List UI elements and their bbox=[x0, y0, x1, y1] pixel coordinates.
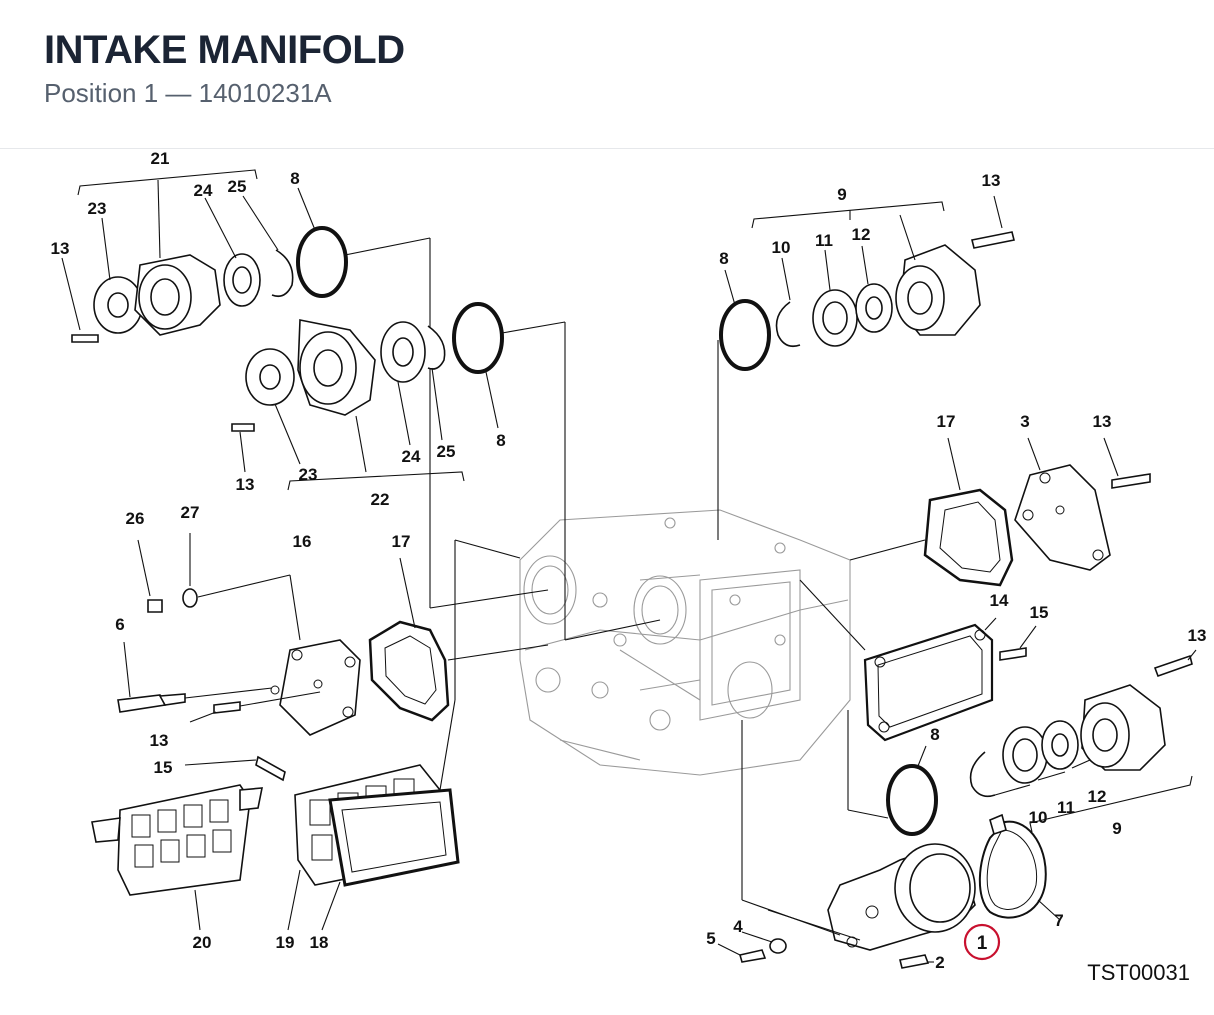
label-20: 20 bbox=[193, 933, 212, 952]
bearing-assembly-9-bottom bbox=[847, 649, 1197, 836]
label-8: 8 bbox=[496, 431, 505, 450]
label-1-highlighted: 1 bbox=[977, 933, 988, 954]
bearing-assembly-21 bbox=[61, 169, 549, 609]
label-21: 21 bbox=[151, 149, 170, 168]
label-13: 13 bbox=[982, 171, 1001, 190]
label-11: 11 bbox=[815, 231, 833, 250]
bearing-assembly-22 bbox=[231, 302, 661, 641]
label-22: 22 bbox=[371, 490, 390, 509]
label-10: 10 bbox=[772, 238, 791, 257]
label-8: 8 bbox=[290, 169, 299, 188]
label-11: 11 bbox=[1057, 798, 1075, 817]
label-24: 24 bbox=[402, 447, 421, 466]
label-10: 10 bbox=[1029, 808, 1048, 827]
label-12: 12 bbox=[1088, 787, 1107, 806]
label-19: 19 bbox=[276, 933, 295, 952]
label-4: 4 bbox=[733, 917, 743, 936]
label-25: 25 bbox=[228, 177, 247, 196]
intake-manifold-1 bbox=[717, 720, 1061, 969]
callout-labels: 21 23 24 25 8 13 13 23 22 24 25 8 9 13 8… bbox=[51, 149, 1207, 972]
label-8: 8 bbox=[719, 249, 728, 268]
label-24: 24 bbox=[194, 181, 213, 200]
label-16: 16 bbox=[293, 532, 312, 551]
page-title: INTAKE MANIFOLD bbox=[44, 28, 405, 72]
label-2: 2 bbox=[935, 953, 944, 972]
drawing-reference-code: TST00031 bbox=[1087, 960, 1190, 985]
page-subtitle: Position 1 — 14010231A bbox=[44, 78, 332, 108]
label-15: 15 bbox=[1030, 603, 1049, 622]
label-5: 5 bbox=[706, 929, 715, 948]
label-26: 26 bbox=[126, 509, 145, 528]
reed-valve-assembly bbox=[91, 539, 521, 931]
label-8: 8 bbox=[930, 725, 939, 744]
label-12: 12 bbox=[852, 225, 871, 244]
cover-plate-assembly-right bbox=[799, 437, 1151, 742]
highlight-circle bbox=[963, 923, 1001, 961]
label-13: 13 bbox=[236, 475, 255, 494]
label-6: 6 bbox=[115, 615, 124, 634]
reed-plate-assembly-left bbox=[117, 533, 549, 736]
label-17: 17 bbox=[392, 532, 411, 551]
label-14: 14 bbox=[990, 591, 1009, 610]
label-13: 13 bbox=[150, 731, 169, 750]
page-header: INTAKE MANIFOLD Position 1 — 14010231A bbox=[0, 0, 1214, 149]
label-25: 25 bbox=[437, 442, 456, 461]
label-9: 9 bbox=[837, 185, 846, 204]
label-13: 13 bbox=[1093, 412, 1112, 431]
exploded-parts-diagram: 21 23 24 25 8 13 13 23 22 24 25 8 9 13 8… bbox=[51, 149, 1207, 985]
label-15: 15 bbox=[154, 758, 173, 777]
bearing-assembly-9-top bbox=[717, 195, 1015, 540]
label-18: 18 bbox=[310, 933, 329, 952]
label-27: 27 bbox=[181, 503, 200, 522]
label-7: 7 bbox=[1054, 911, 1063, 930]
engine-block bbox=[519, 509, 851, 776]
label-23: 23 bbox=[299, 465, 318, 484]
label-13: 13 bbox=[1188, 626, 1207, 645]
label-23: 23 bbox=[88, 199, 107, 218]
label-9: 9 bbox=[1112, 819, 1121, 838]
label-17: 17 bbox=[937, 412, 956, 431]
label-13: 13 bbox=[51, 239, 70, 258]
label-3: 3 bbox=[1020, 412, 1029, 431]
